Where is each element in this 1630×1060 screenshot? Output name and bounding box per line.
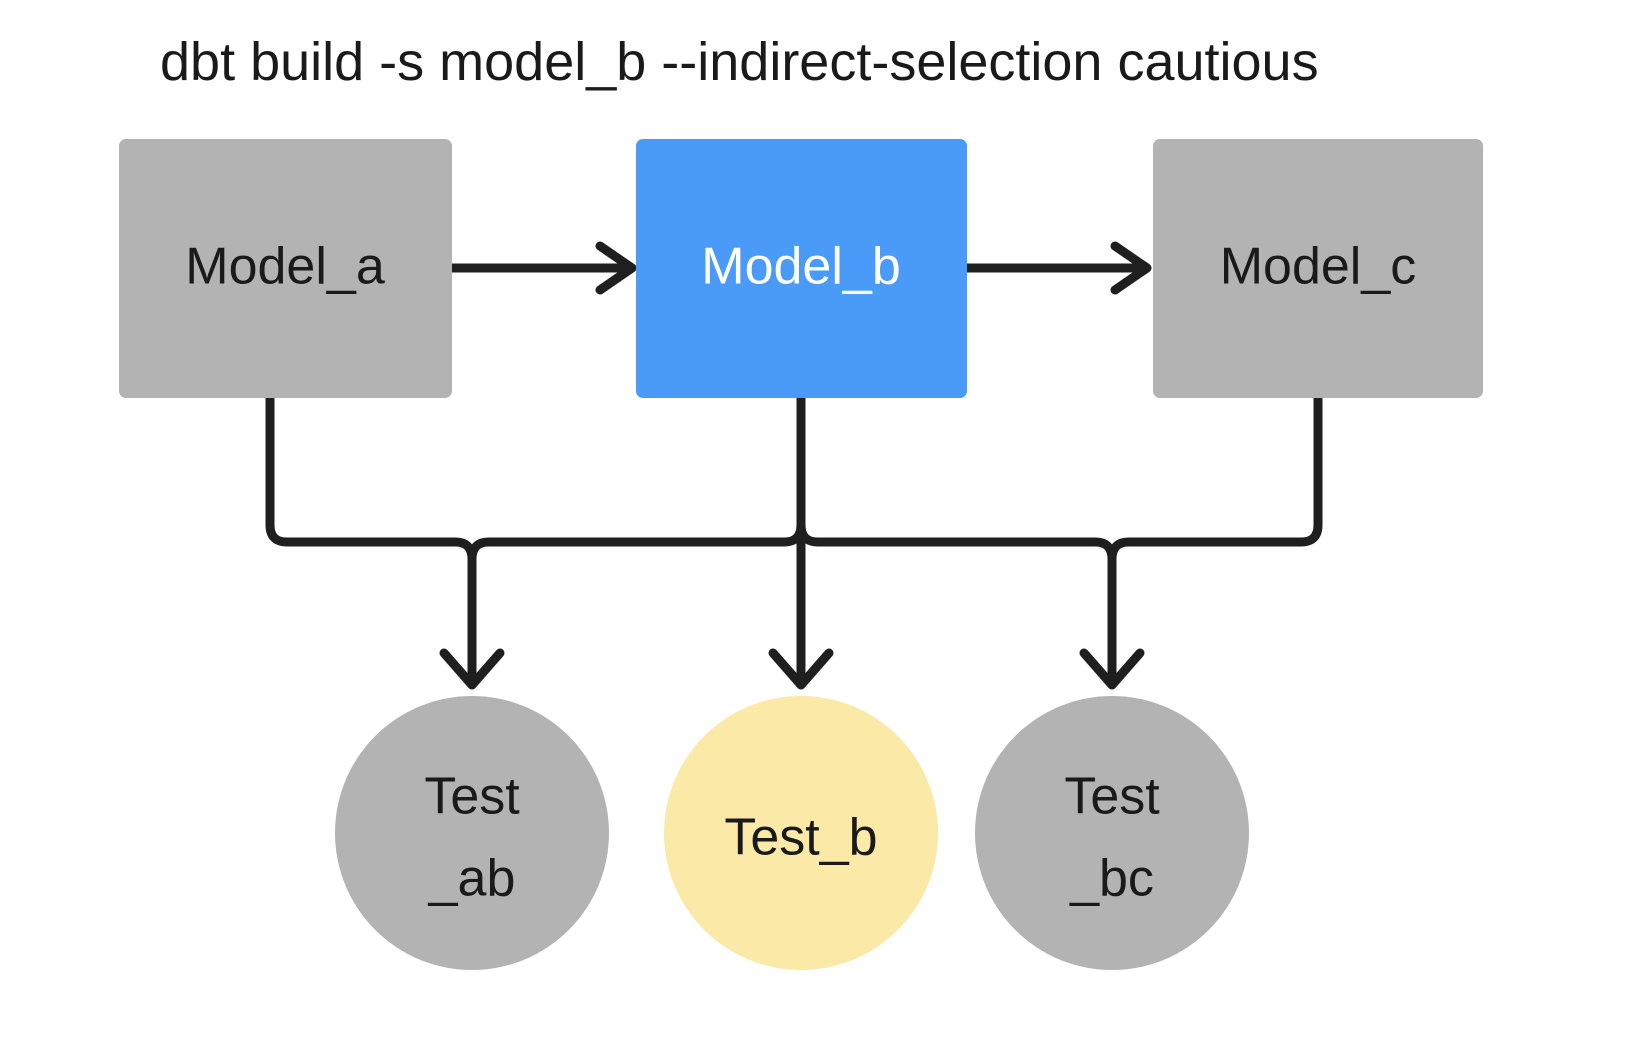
edge-model-a-to-model-b [447, 241, 637, 295]
node-test-b-shape[interactable] [664, 696, 938, 970]
node-model-a-label: Model_a [185, 238, 385, 296]
edge-line [467, 393, 806, 685]
arrow-head-icon [439, 648, 505, 690]
node-model-a[interactable]: Model_a [119, 139, 452, 398]
arrow-head-icon [1079, 648, 1145, 690]
node-test-ab-label-line1: Test [424, 768, 520, 826]
arrow-head-into-test-bc [1079, 648, 1145, 690]
edge-model-a-to-test-ab [265, 393, 477, 685]
node-model-b-label: Model_b [701, 238, 900, 296]
node-model-c[interactable]: Model_c [1153, 139, 1483, 398]
node-test-b[interactable]: Test_b [664, 696, 938, 970]
arrow-head-icon [595, 241, 637, 295]
arrow-head-icon [768, 648, 834, 690]
edge-model-b-to-test-ab [467, 393, 806, 685]
node-model-a-shape[interactable] [119, 139, 452, 398]
node-model-c-shape[interactable] [1153, 139, 1483, 398]
node-model-b-shape[interactable] [636, 139, 967, 398]
node-test-ab-shape[interactable] [335, 696, 609, 970]
node-test-ab-label-line2: _ab [428, 850, 516, 908]
arrow-head-into-test-ab [439, 648, 505, 690]
node-test-ab[interactable]: Test _ab [335, 696, 609, 970]
edge-model-c-to-test-bc [1107, 393, 1323, 685]
node-test-bc[interactable]: Test _bc [975, 696, 1249, 970]
edge-line [265, 393, 477, 685]
node-model-b[interactable]: Model_b [636, 139, 967, 398]
diagram-title: dbt build -s model_b --indirect-selectio… [160, 32, 1319, 92]
node-test-bc-label-line1: Test [1064, 768, 1160, 826]
arrow-head-icon [1110, 241, 1152, 295]
arrow-head-into-test-b [768, 648, 834, 690]
edge-line [796, 393, 1117, 685]
node-test-bc-shape[interactable] [975, 696, 1249, 970]
edge-model-b-to-test-bc [796, 393, 1117, 685]
edge-model-b-to-model-c [962, 241, 1152, 295]
node-test-b-label-line1: Test_b [724, 809, 877, 867]
model-node-layer: Model_a Model_b Model_c [119, 139, 1483, 398]
node-test-bc-label-line2: _bc [1069, 850, 1154, 908]
edge-line [1107, 393, 1323, 685]
node-model-c-label: Model_c [1220, 238, 1417, 296]
test-node-layer: Test _ab Test_b Test _bc [335, 696, 1249, 970]
edge-layer [265, 241, 1323, 690]
